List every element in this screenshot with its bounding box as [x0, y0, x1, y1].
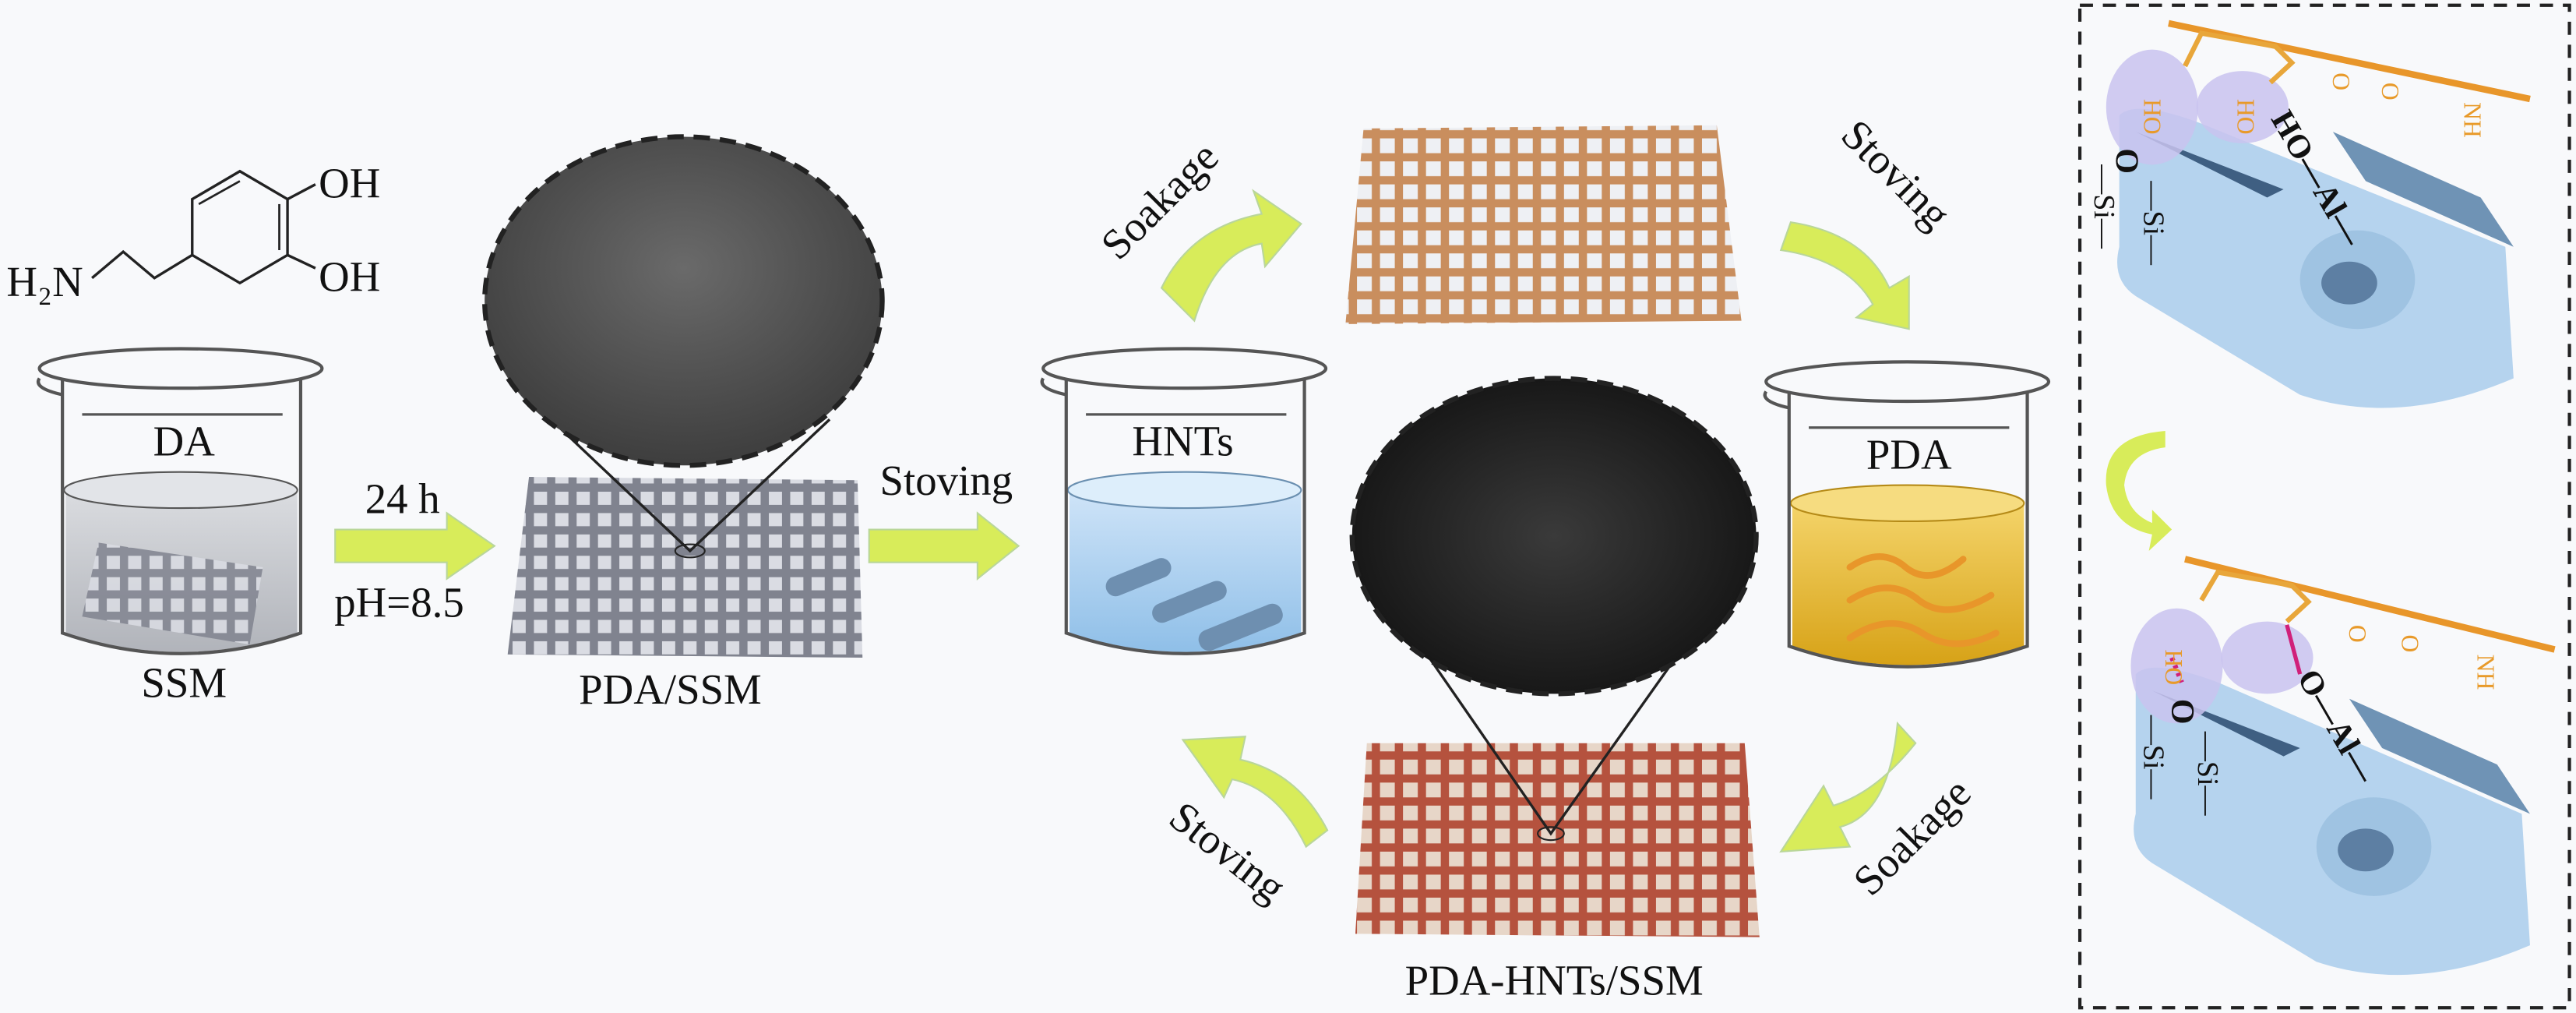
pda-ssm-sem: PDA/SSM	[482, 134, 885, 713]
carbonyl-label-1: O	[2328, 72, 2355, 90]
beaker-hnts: HNTs	[1040, 347, 1328, 655]
stoving-label-1: Stoving	[880, 457, 1013, 504]
covalent-bond	[2285, 624, 2303, 675]
nanotubes	[1105, 558, 1283, 651]
arrow-stoving-1: Stoving	[868, 457, 1020, 581]
pda-chain	[2184, 556, 2556, 653]
arrow-stoving-bottom: Stoving	[1161, 736, 1329, 912]
pda-hnts-ssm-label: PDA-HNTs/SSM	[1405, 956, 1704, 1004]
si-label-2: —Si—	[2191, 731, 2224, 817]
mesh-in-beaker	[82, 542, 263, 645]
nh-label: NH	[2472, 655, 2499, 690]
arrow-soakage-top: Soakage	[1091, 132, 1302, 323]
amine-label: H₂N	[6, 258, 83, 305]
o-si-label: O	[2108, 148, 2144, 174]
sem-image-pda-hnts-ssm	[1349, 376, 1759, 697]
ph-label: pH=8.5	[334, 578, 463, 626]
arrow-dip: 24 h pH=8.5	[334, 475, 496, 626]
si-label-2: —Si—	[2137, 180, 2169, 266]
ho-label-2: HO	[2232, 99, 2260, 135]
pda-strands	[1846, 553, 2000, 648]
o-si-label: O	[2164, 699, 2201, 725]
transition-arrow	[2106, 430, 2173, 551]
stoving-top-label: Stoving	[1832, 111, 1960, 238]
beaker-pda-label: PDA	[1866, 430, 1952, 478]
si-label-1: —Si—	[2088, 164, 2120, 249]
dopamine-structure: OH OH H₂N	[6, 159, 380, 305]
arrow-soakage-bottom: Soakage	[1779, 721, 1980, 905]
ssm-caption: SSM	[141, 659, 227, 707]
carbonyl-label-2: O	[2377, 83, 2404, 101]
beaker-da-label: DA	[153, 418, 216, 465]
ho-label-1: HO	[2138, 99, 2165, 135]
beaker-da: DA SSM	[37, 347, 324, 707]
carbonyl-label-1: O	[2344, 625, 2371, 643]
carbonyl-label-2: O	[2396, 635, 2423, 653]
hnts-coated-mesh	[1345, 125, 1742, 324]
mechanism-panel: HO HO O O NH O —Si— —Si— HO—Al— HO O	[2077, 3, 2571, 1010]
soakage-bottom-label: Soakage	[1844, 768, 1979, 904]
si-label-1: —Si—	[2137, 715, 2169, 800]
hydroxyl-top-label: OH	[319, 159, 380, 206]
tube-lumen	[2338, 828, 2394, 872]
pda-hnts-ssm-sem: PDA-HNTs/SSM	[1349, 376, 1760, 1004]
mechanism-before: HO HO O O NH O —Si— —Si— HO—Al—	[2088, 19, 2531, 408]
sem-image-pda-ssm	[482, 134, 885, 468]
beaker-pda: PDA	[1763, 360, 2051, 669]
mechanism-after: HO O O NH O —Si— —Si— O—Al—	[2130, 556, 2556, 976]
pda-ssm-mesh	[507, 477, 863, 658]
tube-lumen	[2321, 261, 2377, 305]
ho-label: HO	[2160, 649, 2187, 685]
pda-hnts-ssm-mesh	[1355, 743, 1760, 937]
hydroxyl-bottom-label: OH	[319, 253, 380, 301]
stoving-bottom-label: Stoving	[1161, 792, 1295, 912]
beaker-hnts-label: HNTs	[1132, 418, 1233, 465]
nh-label: NH	[2459, 102, 2486, 138]
time-label: 24 h	[365, 475, 440, 522]
pda-ssm-label: PDA/SSM	[579, 665, 762, 713]
arrow-stoving-top: Stoving	[1779, 111, 1960, 330]
